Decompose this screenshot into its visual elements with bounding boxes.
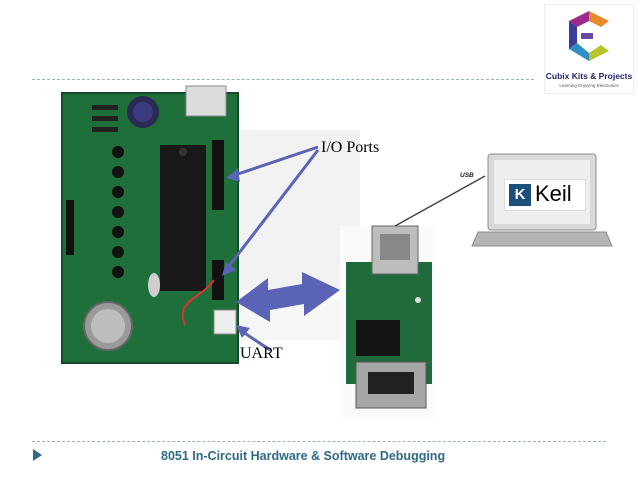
uart-label: UART — [240, 345, 283, 362]
bottom-divider — [32, 441, 606, 442]
usb-cable — [394, 175, 486, 227]
io-ports-label: I/O Ports — [321, 139, 380, 156]
usb-rs232-converter-board — [340, 225, 435, 418]
usb-label: USB — [460, 172, 474, 179]
keil-logo: K Keil — [504, 179, 586, 211]
footer-title: 8051 In-Circuit Hardware & Software Debu… — [161, 449, 446, 463]
uart-arrow — [236, 325, 271, 352]
logo-name: Cubix Kits & Projects — [545, 71, 633, 81]
keil-k-icon: K — [509, 184, 531, 206]
company-logo: Cubix Kits & Projects Learning Enjoying … — [544, 4, 634, 94]
8051-dev-board — [61, 85, 239, 364]
logo-tagline: Learning Enjoying Electronics — [559, 83, 619, 88]
io-ports-arrows — [222, 145, 320, 276]
keil-text: Keil — [535, 181, 572, 206]
cubix-c-logo-icon — [569, 11, 609, 61]
triangle-bullet-icon — [33, 449, 42, 461]
top-divider — [32, 79, 534, 80]
bidirectional-arrow — [236, 272, 340, 322]
